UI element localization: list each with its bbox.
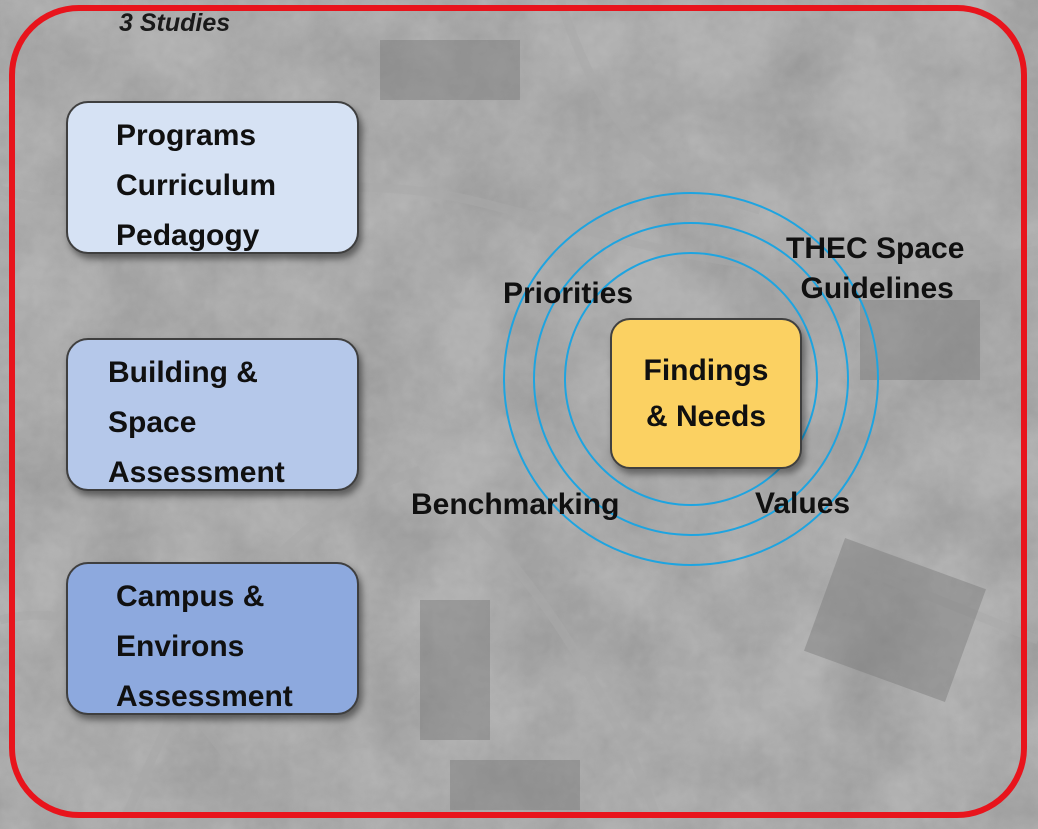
rounded-frame bbox=[9, 5, 1027, 818]
inner-ring bbox=[564, 252, 818, 506]
study-line: Assessment bbox=[108, 456, 285, 489]
label-thec-space-guidelines: THEC Space Guidelines bbox=[786, 229, 964, 309]
study-line: Pedagogy bbox=[116, 219, 260, 252]
label-priorities: Priorities bbox=[503, 277, 634, 310]
thec-line: THEC Space bbox=[786, 232, 965, 265]
study-line: Environs bbox=[116, 630, 245, 663]
studies-count-label: 3 Studies bbox=[119, 9, 231, 37]
study-line: Programs bbox=[116, 119, 257, 152]
study-building-space-assessment: Building & Space Assessment bbox=[66, 338, 359, 491]
thec-line: Guidelines bbox=[800, 272, 954, 305]
study-line: Campus & bbox=[116, 580, 265, 613]
study-line: Assessment bbox=[116, 680, 293, 713]
findings-line: Findings bbox=[643, 353, 769, 387]
study-programs-curriculum-pedagogy: Programs Curriculum Pedagogy bbox=[66, 101, 359, 254]
label-benchmarking: Benchmarking bbox=[411, 488, 620, 521]
middle-ring bbox=[533, 222, 849, 536]
outer-ring bbox=[503, 192, 879, 566]
label-values: Values bbox=[755, 487, 851, 520]
study-line: Building & bbox=[108, 356, 258, 389]
study-campus-environs-assessment: Campus & Environs Assessment bbox=[66, 562, 359, 715]
study-line: Space bbox=[108, 406, 197, 439]
findings-line: & Needs bbox=[645, 399, 767, 433]
study-line: Curriculum bbox=[116, 169, 277, 202]
findings-needs-box: Findings & Needs bbox=[610, 318, 802, 469]
